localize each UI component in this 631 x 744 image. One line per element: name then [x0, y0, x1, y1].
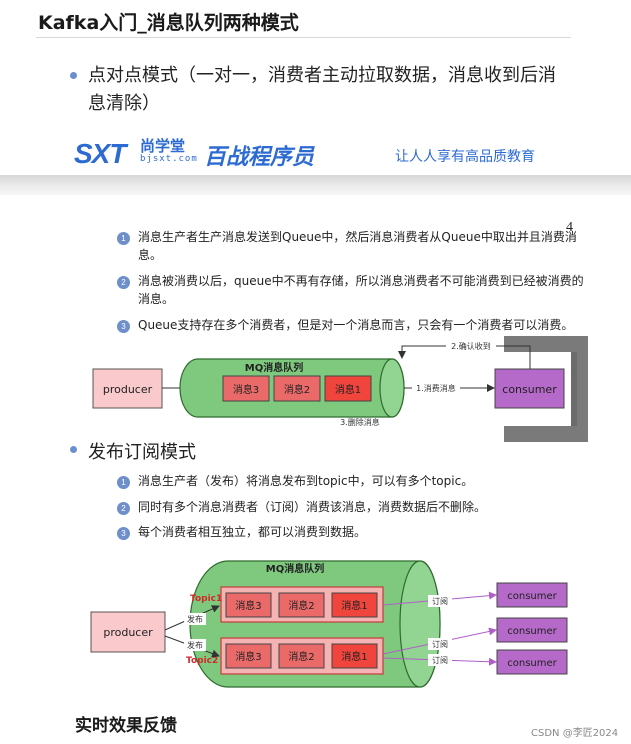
- logo-url: bjsxt.com: [140, 154, 198, 164]
- consumer-label: consumer: [502, 383, 557, 396]
- page-title: Kafka入门_消息队列两种模式: [38, 12, 299, 34]
- mode1-point-1-line2: 息。: [138, 248, 163, 262]
- feedback-heading: 实时效果反馈: [75, 716, 177, 736]
- publish-label: 发布: [187, 640, 203, 650]
- producer-label: producer: [103, 626, 153, 639]
- mode1-point-1-line1: 消息生产者生产消息发送到Queue中，然后消息消费者从Queue中取出并且消费消: [138, 230, 577, 244]
- message-box: [278, 592, 325, 618]
- consumer-box: [496, 582, 568, 608]
- mode1-point-2-line2: 消息。: [138, 292, 175, 306]
- slide-top: Kafka入门_消息队列两种模式 点对点模式（一对一，消费者主动拉取数据，消息收…: [0, 0, 631, 178]
- message-label: 消息2: [288, 650, 314, 663]
- publish-label: 发布: [187, 614, 203, 624]
- producer-label: producer: [103, 383, 153, 396]
- queue-title: MQ消息队列: [266, 562, 324, 575]
- mode1-heading-line1: 点对点模式（一对一，消费者主动拉取数据，消息收到后消: [88, 65, 556, 86]
- message-label: 消息1: [335, 383, 361, 396]
- message-box: [331, 643, 378, 669]
- slogan: 让人人享有高品质教育: [395, 149, 535, 165]
- message-box: [225, 592, 272, 618]
- consumer-label: consumer: [507, 626, 557, 637]
- mode2-heading: 发布订阅模式: [88, 442, 196, 463]
- message-box: [331, 592, 378, 618]
- mode2-point-1: 消息生产者（发布）将消息发布到topic中，可以有多个topic。: [138, 474, 474, 488]
- subscribe-label: 订阅: [432, 639, 448, 649]
- bullet-dot: [70, 446, 77, 453]
- brand-logo: 百战程序员: [204, 145, 315, 170]
- topic2-label: Topic2: [186, 656, 218, 666]
- mode1-point-3: Queue支持存在多个消费者，但是对一个消息而言，只会有一个消费者可以消费。: [138, 318, 574, 332]
- page-number: 4: [566, 220, 573, 235]
- consumer-box: [496, 649, 568, 675]
- message-label: 消息1: [341, 599, 367, 612]
- message-box: [278, 643, 325, 669]
- message-label: 消息3: [235, 599, 261, 612]
- message-label: 消息2: [288, 599, 314, 612]
- sxt-logo: SXT: [74, 138, 126, 169]
- consumer-label: consumer: [507, 591, 557, 602]
- message-label: 消息1: [341, 650, 367, 663]
- logo-name-cn: 尚学堂: [140, 137, 186, 155]
- consumer-box: [494, 368, 565, 409]
- number-badge: 3: [117, 527, 130, 540]
- subscribe-label: 订阅: [432, 596, 448, 606]
- message-box: [225, 643, 272, 669]
- consumer-box: [496, 617, 568, 643]
- message-label: 消息2: [284, 383, 310, 396]
- step1-label: 1.消费消息: [416, 383, 456, 393]
- number-badge: 2: [117, 502, 130, 515]
- watermark: CSDN @李匠2024: [531, 728, 619, 739]
- message-label: 消息3: [233, 383, 259, 396]
- mode1-heading-line2: 息清除）: [88, 93, 160, 114]
- mode2-point-2: 同时有多个消息消费者（订阅）消费该消息，消费数据后不删除。: [138, 500, 487, 514]
- number-badge: 1: [117, 476, 130, 489]
- topic1-label: Topic1: [190, 594, 222, 604]
- queue-title: MQ消息队列: [245, 361, 303, 374]
- producer-box: [92, 368, 163, 409]
- step3-label: 3.删除消息: [340, 417, 380, 427]
- bullet-dot: [70, 72, 77, 79]
- subscribe-label: 订阅: [432, 655, 448, 665]
- mode1-point-2-line1: 消息被消费以后，queue中不再有存储，所以消息消费者不可能消费到已经被消费的: [138, 274, 584, 288]
- consumer-label: consumer: [507, 658, 557, 669]
- message-label: 消息3: [235, 650, 261, 663]
- number-badge: 3: [117, 320, 130, 333]
- mode2-point-3: 每个消费者相互独立，都可以消费到数据。: [138, 525, 367, 539]
- slide-separator: [0, 175, 631, 195]
- step2-label: 2.确认收到: [451, 341, 491, 351]
- title-divider: [36, 37, 571, 38]
- number-badge: 1: [117, 232, 130, 245]
- message-box: [324, 375, 372, 402]
- number-badge: 2: [117, 276, 130, 289]
- producer-box: [90, 611, 166, 653]
- message-box: [222, 375, 270, 402]
- message-box: [273, 375, 321, 402]
